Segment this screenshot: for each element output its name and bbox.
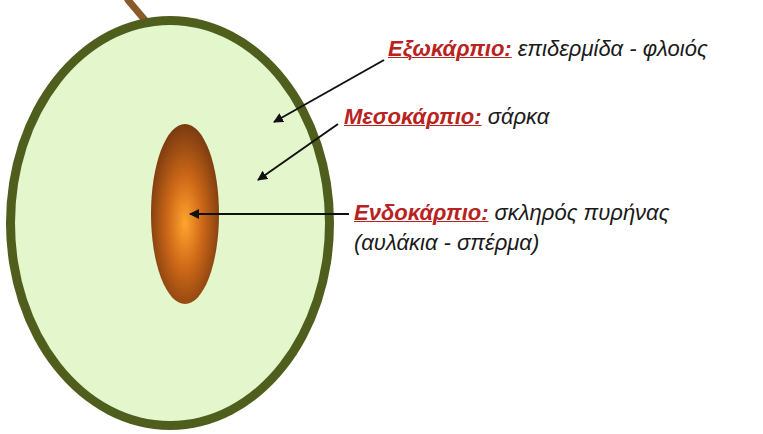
part-description: σκληρός πυρήνας xyxy=(495,200,670,225)
leader-line xyxy=(258,124,338,180)
part-name: Μεσοκάρπιο: xyxy=(344,104,482,129)
leader-line xyxy=(190,213,349,215)
exocarp xyxy=(6,16,334,430)
mesocarp xyxy=(15,25,325,421)
part-description: επιδερμίδα - φλοιός xyxy=(518,36,708,61)
part-description: (αυλάκια - σπέρμα) xyxy=(354,230,539,255)
part-name: Ενδοκάρπιο: xyxy=(354,200,489,225)
label-row: Μεσοκάρπιο:σάρκα xyxy=(344,104,549,130)
part-description: σάρκα xyxy=(488,104,550,129)
label-row: (αυλάκια - σπέρμα) xyxy=(354,230,539,256)
label-row: Εξωκάρπιο:επιδερμίδα - φλοιός xyxy=(388,36,708,62)
part-name: Εξωκάρπιο: xyxy=(388,36,512,61)
label-row: Ενδοκάρπιο:σκληρός πυρήνας xyxy=(354,200,669,226)
